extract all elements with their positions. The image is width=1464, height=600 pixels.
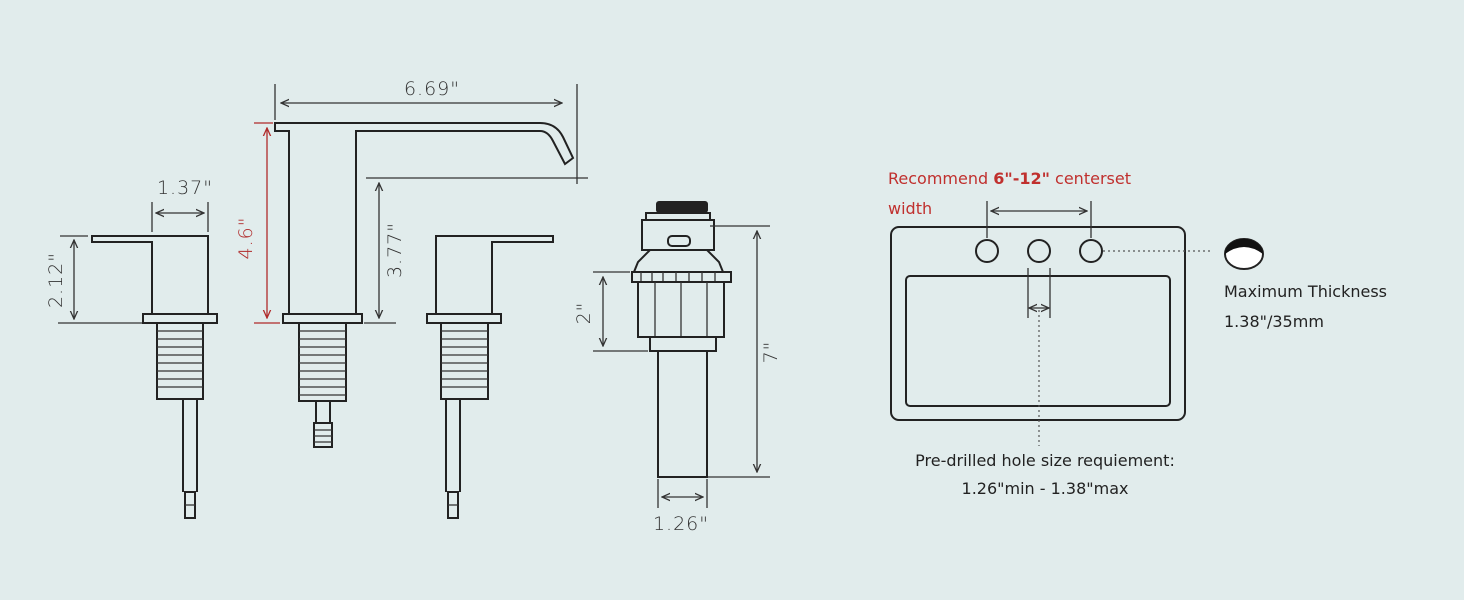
- left-handle-threads: [157, 330, 203, 388]
- spout-threads: [299, 330, 346, 396]
- recommend-prefix: Recommend: [888, 169, 993, 188]
- centerset-dimension: [986, 201, 1092, 238]
- handle-length-label: 1.37": [157, 177, 213, 199]
- max-thickness-label: Maximum Thickness: [1224, 282, 1387, 301]
- drain-upper-label: 2": [573, 302, 595, 325]
- hole-size-label: Pre-drilled hole size requiement:: [915, 451, 1175, 470]
- drain-upper-dimension: 2": [573, 271, 648, 352]
- drain-diameter-label: 1.26": [653, 513, 709, 535]
- handle-height-dimension: 2.12": [45, 235, 142, 324]
- spout-height-total-label: 4.6": [235, 217, 257, 260]
- drain-diameter-dimension: 1.26": [653, 479, 709, 535]
- drain-ridges: [640, 272, 716, 282]
- handle-height-label: 2.12": [45, 252, 67, 308]
- spout-body: [274, 122, 575, 448]
- sink-hole-right: [1079, 239, 1103, 263]
- hole-size-value: 1.26"min - 1.38"max: [962, 479, 1129, 498]
- spout-reach-label: 6.69": [404, 78, 460, 100]
- spout-height-outlet-label: 3.77": [384, 222, 406, 278]
- drain-height-label: 7": [760, 341, 782, 364]
- recommend-suffix: centerset: [1050, 169, 1131, 188]
- hole-size-dimension: [1027, 268, 1051, 446]
- recommend-line2: width: [888, 199, 932, 218]
- sink-top-view: [890, 226, 1186, 421]
- pop-up-drain: [631, 201, 732, 478]
- sink-hole-center: [1027, 239, 1051, 263]
- left-handle: [91, 235, 218, 519]
- recommend-range: 6"-12": [993, 169, 1050, 188]
- right-handle: [426, 235, 554, 519]
- svg-text:Recommend 6"-12" centerset: Recommend 6"-12" centerset: [888, 169, 1131, 188]
- spout-reach-dimension: 6.69": [274, 78, 578, 184]
- thickness-icon: [1224, 238, 1264, 270]
- handle-length-dimension: 1.37": [151, 177, 213, 232]
- drain-height-dimension: 7": [708, 225, 782, 478]
- max-thickness-value: 1.38"/35mm: [1224, 312, 1324, 331]
- sink-hole-left: [975, 239, 999, 263]
- right-handle-threads: [441, 330, 488, 388]
- spout-height-outlet-dimension: 3.77": [364, 177, 588, 324]
- recommend-centerset-note: Recommend 6"-12" centerset width: [888, 169, 1131, 218]
- spout-height-total-dimension: 4.6": [235, 122, 280, 324]
